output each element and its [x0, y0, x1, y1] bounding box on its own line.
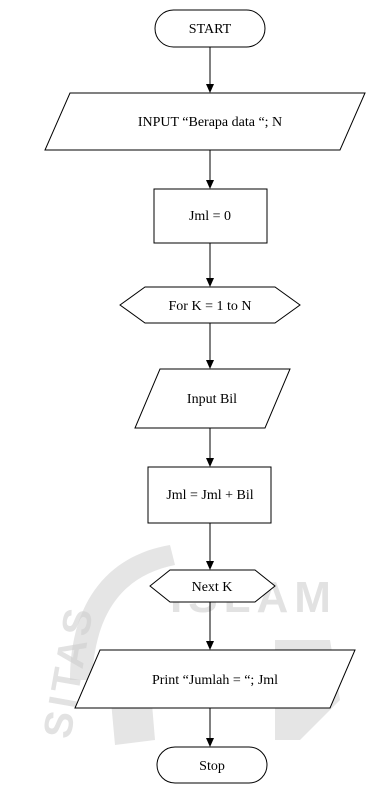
- init-jml-process: Jml = 0: [153, 188, 268, 244]
- accumulate-label: Jml = Jml + Bil: [166, 488, 253, 503]
- loop-start-hexagon: For K = 1 to N: [119, 286, 301, 324]
- input-bil-parallelogram: Input Bil: [134, 368, 291, 429]
- loop-end-label: Next K: [192, 580, 233, 595]
- loop-end-hexagon: Next K: [149, 569, 276, 603]
- watermark-arc: [70, 545, 175, 680]
- init-jml-label: Jml = 0: [189, 209, 231, 224]
- input-n-label: INPUT “Berapa data “; N: [138, 115, 282, 130]
- print-jml-parallelogram: Print “Jumlah = “; Jml: [74, 649, 356, 709]
- input-bil-label: Input Bil: [187, 392, 237, 407]
- start-terminator: START: [154, 9, 266, 48]
- connectors: [206, 47, 214, 747]
- stop-terminator: Stop: [156, 746, 268, 784]
- input-n-parallelogram: INPUT “Berapa data “; N: [44, 92, 366, 151]
- stop-label: Stop: [199, 759, 225, 774]
- print-jml-label: Print “Jumlah = “; Jml: [152, 673, 278, 688]
- accumulate-process: Jml = Jml + Bil: [147, 466, 272, 524]
- start-label: START: [189, 22, 232, 37]
- loop-start-label: For K = 1 to N: [169, 299, 252, 314]
